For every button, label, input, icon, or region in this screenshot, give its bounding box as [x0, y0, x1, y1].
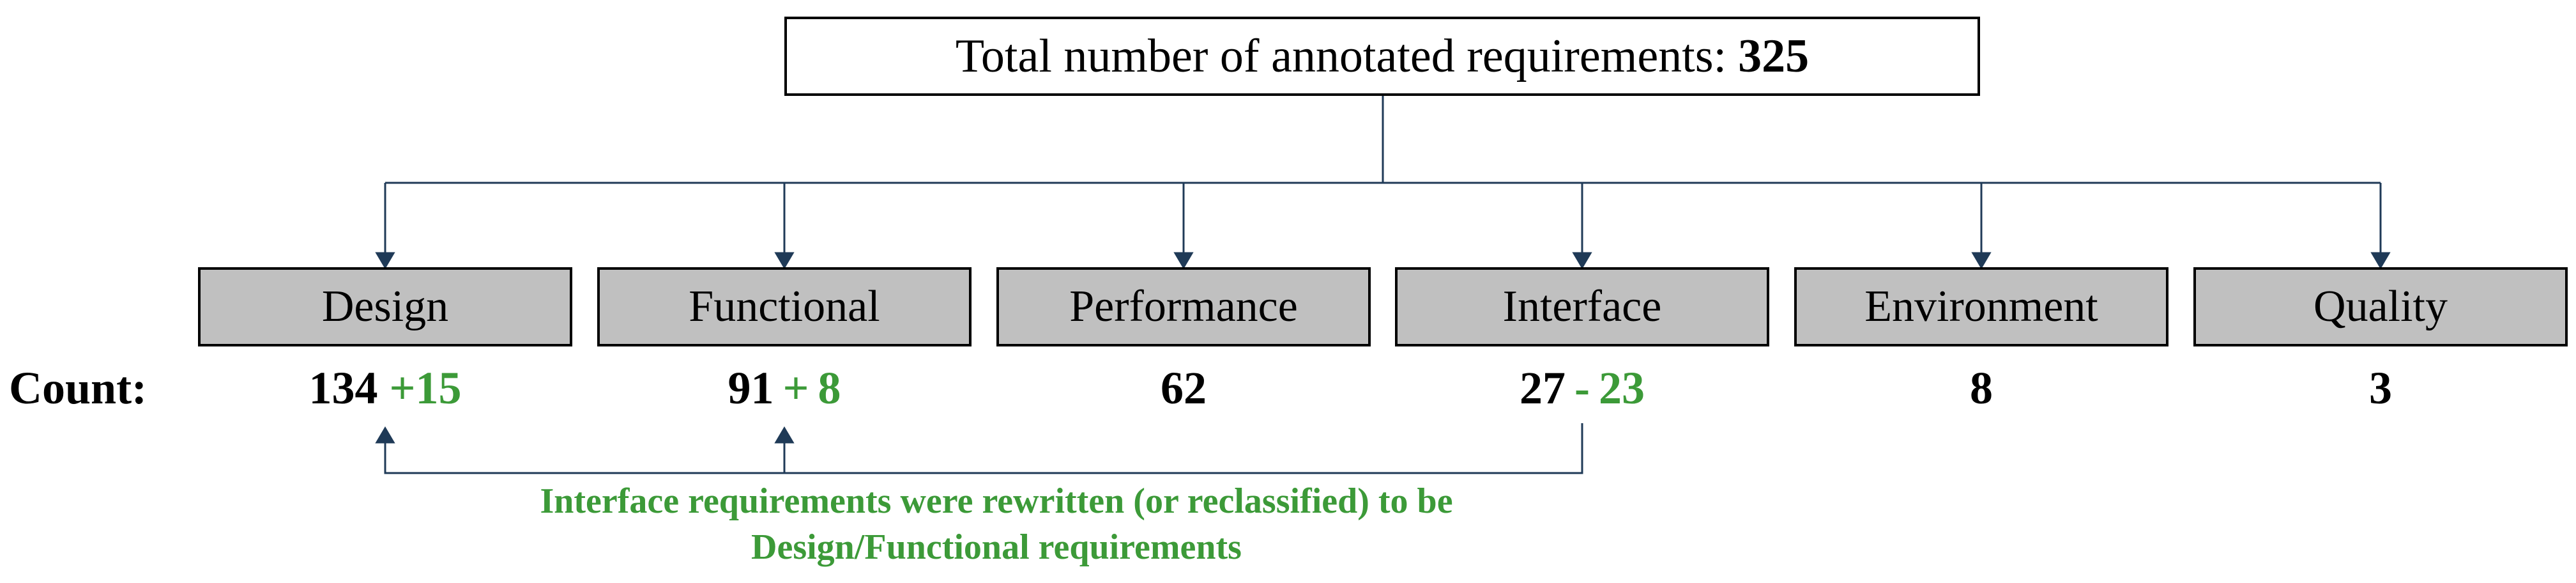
count-design-value: 134 — [309, 362, 378, 414]
category-interface-box: Interface — [1395, 267, 1769, 346]
count-interface-change: 23 — [1598, 362, 1645, 414]
category-environment-box: Environment — [1794, 267, 2168, 346]
count-functional-value: 91 — [728, 362, 774, 414]
count-performance-value: 62 — [1161, 362, 1207, 414]
count-design-change: +15 — [389, 362, 462, 414]
reclassification-line — [384, 423, 1583, 474]
arrowhead-performance — [1173, 252, 1194, 269]
total-requirements-box: Total number of annotated requirements: … — [784, 17, 1980, 96]
category-functional-label: Functional — [689, 282, 880, 331]
category-interface-label: Interface — [1502, 282, 1662, 331]
category-design-label: Design — [321, 282, 449, 331]
arrowhead-quality — [2370, 252, 2391, 269]
total-value: 325 — [1738, 29, 1810, 82]
reclassification-note-line1: Interface requirements were rewritten (o… — [540, 481, 1453, 521]
category-environment-label: Environment — [1864, 282, 2098, 331]
count-functional-sign: + — [782, 362, 809, 414]
category-quality-label: Quality — [2313, 282, 2448, 331]
count-interface-value: 27 — [1520, 362, 1566, 414]
arrowhead-design — [375, 252, 395, 269]
count-interface: 27 - 23 — [1395, 359, 1769, 417]
count-performance: 62 — [996, 359, 1371, 417]
count-functional-change: 8 — [818, 362, 841, 414]
count-design: 134+15 — [198, 359, 572, 417]
count-interface-sign: - — [1574, 362, 1590, 414]
category-quality-box: Quality — [2193, 267, 2568, 346]
reclassification-note: Interface requirements were rewritten (o… — [422, 478, 1571, 570]
category-performance-box: Performance — [996, 267, 1371, 346]
count-row-label: Count: — [9, 362, 148, 414]
arrowhead-functional — [774, 252, 795, 269]
arrowhead-up-functional — [774, 426, 795, 444]
count-quality-value: 3 — [2369, 362, 2392, 414]
arrowhead-environment — [1971, 252, 1992, 269]
count-quality: 3 — [2193, 359, 2568, 417]
arrowhead-up-design — [375, 426, 395, 444]
reclassification-note-line2: Design/Functional requirements — [751, 527, 1242, 567]
arrowhead-interface — [1572, 252, 1592, 269]
category-functional-box: Functional — [597, 267, 972, 346]
count-environment-value: 8 — [1970, 362, 1993, 414]
total-label: Total number of annotated requirements: — [955, 29, 1727, 82]
count-environment: 8 — [1794, 359, 2168, 417]
count-functional: 91 + 8 — [597, 359, 972, 417]
category-performance-label: Performance — [1069, 282, 1298, 331]
category-design-box: Design — [198, 267, 572, 346]
